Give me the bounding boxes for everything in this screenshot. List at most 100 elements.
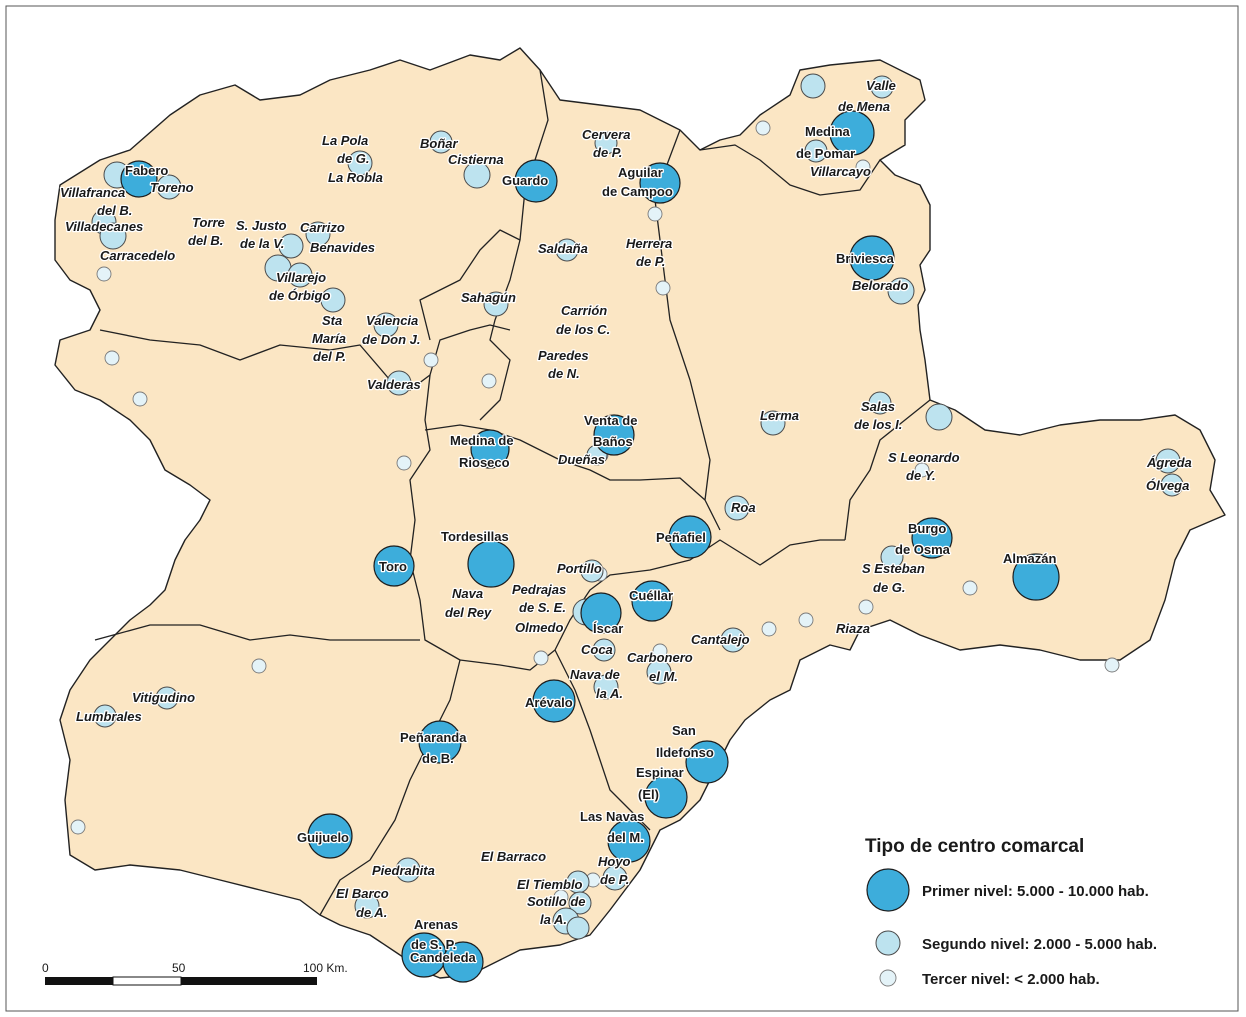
place-marker[interactable] [429, 130, 453, 154]
place-marker[interactable] [156, 174, 182, 200]
place-marker[interactable] [760, 410, 786, 436]
place-marker[interactable] [580, 592, 622, 634]
place-marker[interactable] [320, 287, 346, 313]
place-marker[interactable] [305, 221, 331, 247]
place-marker[interactable] [652, 643, 668, 659]
label-nava2: del Rey [445, 605, 492, 620]
place-marker[interactable] [594, 131, 618, 155]
place-marker[interactable] [70, 819, 86, 835]
place-marker[interactable] [798, 612, 814, 628]
place-marker[interactable] [354, 893, 380, 919]
place-marker[interactable] [849, 235, 895, 281]
place-marker[interactable] [668, 515, 712, 559]
place-marker[interactable] [423, 352, 439, 368]
place-marker[interactable] [470, 429, 510, 469]
label-almazan: Almazán [1003, 551, 1057, 566]
place-marker[interactable] [685, 740, 729, 784]
label-medinapomar2: de Pomar [796, 146, 855, 161]
place-marker[interactable] [800, 73, 826, 99]
place-marker[interactable] [720, 627, 746, 653]
place-marker[interactable] [278, 233, 304, 259]
place-marker[interactable] [829, 110, 875, 156]
scale-segment [181, 977, 317, 985]
label-elbarraco: El Barraco [481, 849, 546, 864]
place-marker[interactable] [647, 206, 663, 222]
place-marker[interactable] [347, 150, 373, 176]
place-marker[interactable] [96, 266, 112, 282]
label-sesteban: S Esteban [862, 561, 925, 576]
place-marker[interactable] [646, 659, 672, 685]
place-marker[interactable] [602, 865, 628, 891]
place-marker[interactable] [104, 350, 120, 366]
label-paredes: Paredes [538, 348, 589, 363]
place-marker[interactable] [1160, 473, 1184, 497]
label-vitigudino: Vitigudino [132, 690, 195, 705]
place-marker[interactable] [467, 540, 515, 588]
place-marker[interactable] [568, 891, 592, 915]
place-marker[interactable] [804, 139, 828, 163]
label-olmedo: Olmedo [515, 620, 563, 635]
place-marker[interactable] [386, 370, 412, 396]
label-valencia: Valencia [366, 313, 418, 328]
place-marker[interactable] [855, 159, 871, 175]
place-marker[interactable] [593, 414, 635, 456]
place-marker[interactable] [373, 545, 415, 587]
place-marker[interactable] [631, 580, 673, 622]
label-toro: Toro [379, 559, 407, 574]
place-marker[interactable] [911, 517, 953, 559]
place-marker[interactable] [483, 291, 509, 317]
place-marker[interactable] [724, 495, 750, 521]
place-marker[interactable] [93, 704, 117, 728]
scale-label-100: 100 Km. [303, 961, 348, 975]
place-marker[interactable] [655, 280, 671, 296]
place-marker[interactable] [858, 599, 874, 615]
place-marker[interactable] [755, 120, 771, 136]
place-marker[interactable] [396, 455, 412, 471]
place-marker[interactable] [593, 674, 619, 700]
place-marker[interactable] [132, 391, 148, 407]
place-marker[interactable] [307, 813, 353, 859]
place-marker[interactable] [155, 686, 179, 710]
place-marker[interactable] [395, 857, 421, 883]
place-marker[interactable] [373, 312, 399, 338]
place-marker[interactable] [580, 559, 604, 583]
place-marker[interactable] [514, 159, 558, 203]
place-marker[interactable] [868, 391, 892, 415]
label-nava: Nava [452, 586, 483, 601]
legend-segundo-symbol [875, 930, 901, 956]
map-frame [5, 5, 1239, 1012]
place-marker[interactable] [555, 238, 579, 262]
place-marker[interactable] [1155, 448, 1181, 474]
place-marker[interactable] [639, 162, 681, 204]
place-marker[interactable] [418, 720, 462, 764]
place-marker[interactable] [914, 462, 930, 478]
place-marker[interactable] [532, 679, 576, 723]
place-marker[interactable] [533, 650, 549, 666]
place-marker[interactable] [644, 775, 688, 819]
place-marker[interactable] [880, 545, 904, 569]
place-marker[interactable] [592, 638, 616, 662]
place-marker[interactable] [463, 161, 491, 189]
place-marker[interactable] [761, 621, 777, 637]
place-marker[interactable] [607, 819, 651, 863]
place-marker[interactable] [481, 373, 497, 389]
label-valle: Valle [866, 78, 896, 93]
label-arenas: Arenas [414, 917, 458, 932]
place-marker[interactable] [962, 580, 978, 596]
place-marker[interactable] [1012, 553, 1060, 601]
place-marker[interactable] [553, 889, 569, 905]
label-herrera: Herrera [626, 236, 672, 251]
place-marker[interactable] [287, 262, 313, 288]
place-marker[interactable] [870, 75, 894, 99]
place-marker[interactable] [1104, 657, 1120, 673]
place-marker[interactable] [251, 658, 267, 674]
place-marker[interactable] [99, 222, 127, 250]
label-cervera: Cervera [582, 127, 630, 142]
label-cuellar: Cuéllar [629, 588, 673, 603]
legend-title: Tipo de centro comarcal [865, 836, 1084, 857]
place-marker[interactable] [887, 277, 915, 305]
place-marker[interactable] [925, 403, 953, 431]
place-marker[interactable] [120, 160, 158, 198]
place-marker[interactable] [566, 916, 590, 940]
place-marker[interactable] [442, 941, 484, 983]
